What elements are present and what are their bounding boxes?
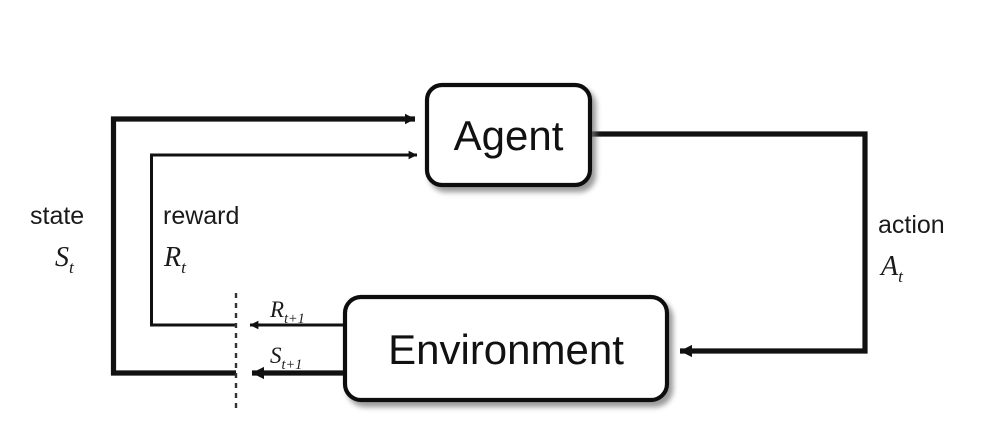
next-reward-symbol: Rt+1	[269, 297, 305, 327]
state-arrow-line	[110, 113, 416, 376]
next-state-symbol: St+1	[270, 343, 302, 373]
action-symbol: At	[879, 251, 904, 286]
edge-reward-to-agent	[150, 150, 418, 327]
edge-state-to-agent	[110, 113, 416, 376]
label-action: action At	[878, 211, 945, 286]
node-environment[interactable]: Environment	[342, 294, 670, 403]
action-label-text: action	[878, 211, 945, 239]
action-arrow-line	[590, 131, 868, 358]
label-reward: reward Rt	[163, 202, 239, 277]
label-state: state St	[30, 202, 84, 277]
reward-arrow-line	[150, 150, 418, 327]
agent-box[interactable]	[424, 82, 593, 188]
label-next-reward: Rt+1	[269, 297, 305, 327]
state-label-text: state	[30, 202, 84, 230]
label-next-state: St+1	[270, 343, 302, 373]
environment-box[interactable]	[342, 294, 670, 403]
node-agent[interactable]: Agent	[424, 82, 593, 188]
reward-label-text: reward	[163, 202, 239, 230]
agent-box-label: Agent	[454, 112, 564, 159]
state-symbol: St	[55, 242, 75, 277]
environment-box-label: Environment	[388, 326, 624, 373]
edge-action-to-environment	[590, 131, 868, 358]
reward-symbol: Rt	[163, 242, 187, 277]
